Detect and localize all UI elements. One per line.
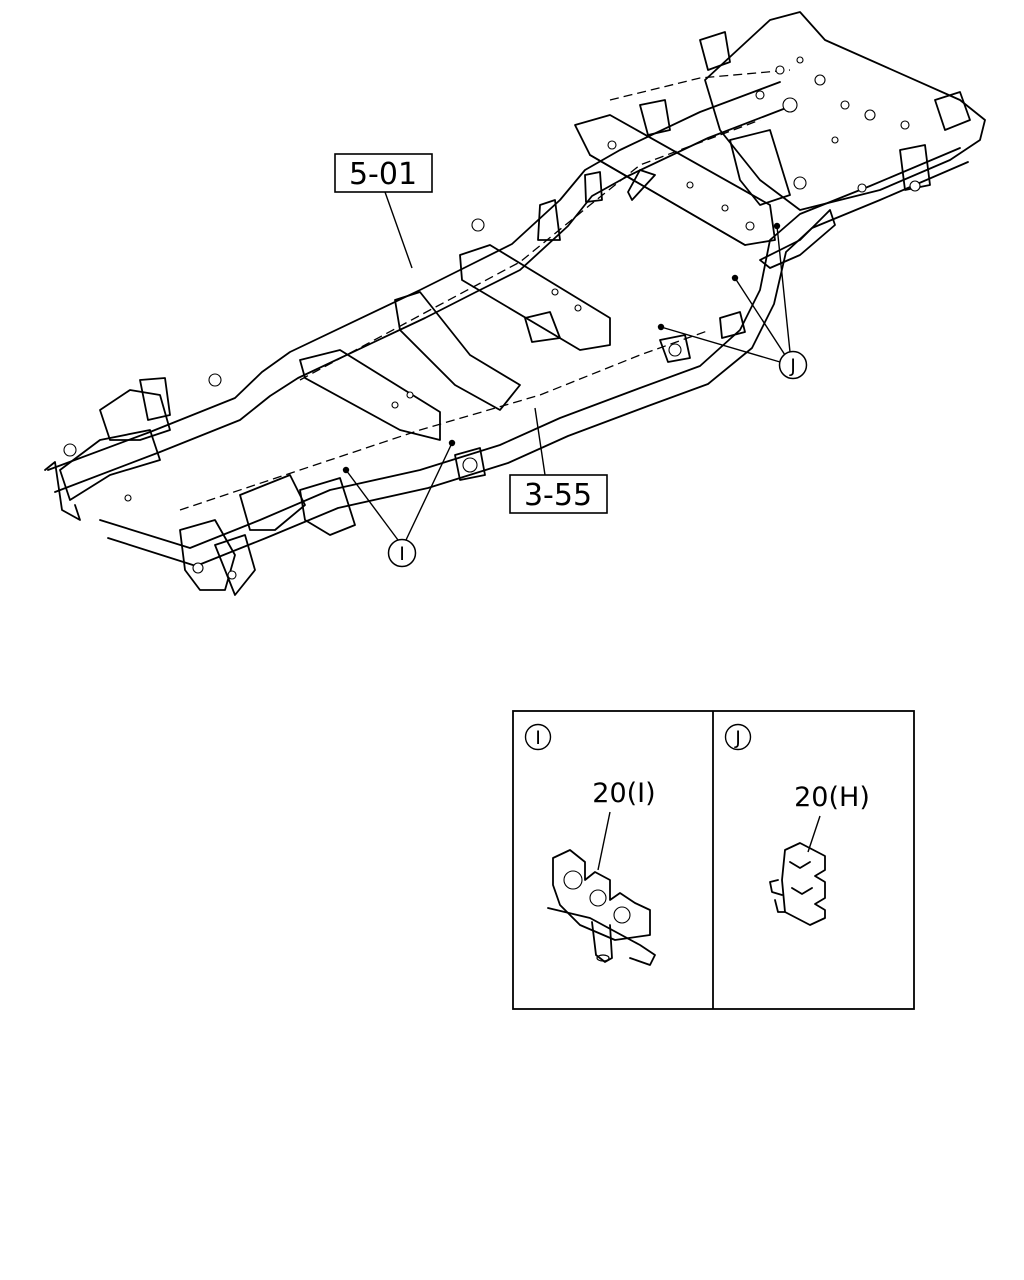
leader-line — [776, 225, 791, 353]
callout-5-01: 5-01 — [334, 153, 433, 269]
callout-point-j: J — [657, 222, 808, 380]
leader-line — [660, 326, 781, 363]
point-circle — [778, 350, 808, 380]
point-label: I — [399, 543, 405, 565]
callout-box — [334, 153, 433, 193]
detail-panel-i: I 20(I) — [524, 723, 656, 966]
callout-3-55: 3-55 — [509, 407, 608, 514]
point-label: J — [789, 355, 796, 377]
detail-panels: I 20(I) J 20(H) — [512, 710, 915, 1010]
callout-label: 3-55 — [524, 478, 592, 513]
leader-line — [384, 191, 413, 269]
leader-line — [807, 815, 821, 853]
leader-line — [345, 469, 399, 541]
leader-line — [534, 407, 546, 476]
part-number-label: 20(H) — [794, 782, 870, 813]
leader-line — [734, 277, 786, 356]
point-circle — [387, 538, 417, 568]
leader-line — [405, 442, 453, 541]
detail-panel-j: J 20(H) — [724, 723, 870, 926]
part-number-label: 20(I) — [592, 778, 655, 809]
clip-20-i-drawing — [547, 849, 656, 966]
callout-box — [509, 474, 608, 514]
panel-tag-label: I — [535, 727, 541, 749]
leader-line — [597, 811, 611, 871]
chassis-frame-drawing — [44, 11, 986, 596]
panel-tag-circle — [724, 723, 752, 751]
panel-tag-label: J — [734, 727, 741, 749]
panel-tag-circle — [524, 723, 552, 751]
clip-20-h-drawing — [769, 842, 826, 926]
callout-label: 5-01 — [349, 157, 417, 192]
callout-point-i: I — [342, 439, 456, 568]
